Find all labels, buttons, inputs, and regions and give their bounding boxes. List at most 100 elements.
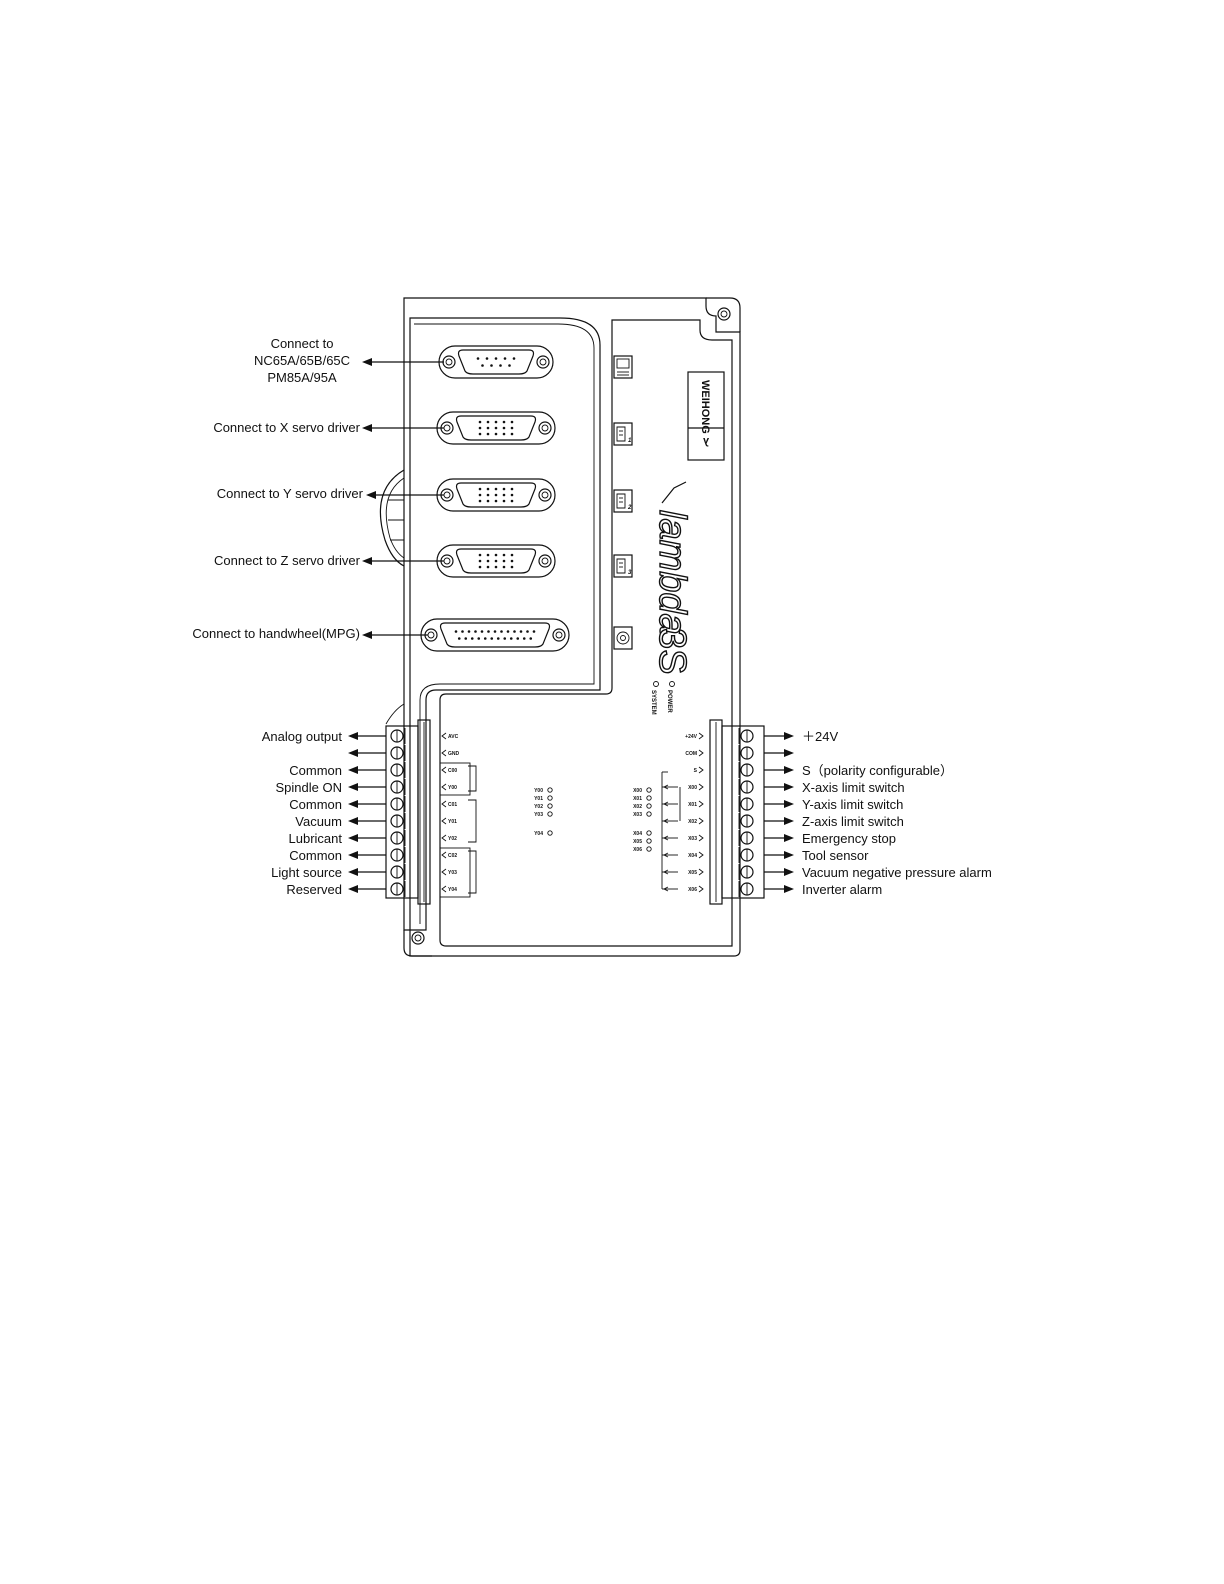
- logo-symbol: λ: [703, 435, 709, 447]
- right-pin-label: X01: [688, 802, 697, 808]
- right-pin-label: S: [694, 768, 698, 774]
- arrowhead-icon: [362, 557, 372, 565]
- arrowhead-icon: [784, 800, 794, 808]
- arrowhead-icon: [784, 783, 794, 791]
- dsub-connector-1: [438, 345, 554, 379]
- arrowhead-icon: [348, 800, 358, 808]
- arrowhead-icon: [348, 732, 358, 740]
- arrowhead-icon: [348, 766, 358, 774]
- right-terminal-row-2: COM: [685, 745, 794, 761]
- output-led-label: Y01: [534, 796, 543, 802]
- port-icon-3: 2: [613, 489, 633, 513]
- right-terminal-row-1: +24V＋24V: [685, 728, 838, 744]
- left-pin-label: AVC: [448, 734, 459, 740]
- port-icon-1: [613, 355, 633, 379]
- left-pin-label: Y00: [448, 785, 457, 791]
- arrowhead-icon: [348, 885, 358, 893]
- left-terminal-row-2: GND: [348, 745, 460, 761]
- left-terminal-label: Vacuum: [295, 814, 342, 829]
- arrowhead-icon: [348, 749, 358, 757]
- arrowhead-icon: [362, 631, 372, 639]
- left-pin-label: Y04: [448, 887, 457, 893]
- left-terminal-row-4: Y00 Spindle ON: [276, 779, 457, 795]
- port-icon-4: 3: [613, 554, 633, 578]
- right-terminal-label: Z-axis limit switch: [802, 814, 904, 829]
- left-terminal-row-5: C01 Common: [289, 796, 457, 812]
- right-terminal-row-6: X02 Z-axis limit switch: [662, 813, 904, 829]
- right-terminal-row-9: X05 Vacuum negative pressure alarm: [662, 864, 992, 880]
- port-label-nc65a-line3: PM85A/95A: [267, 370, 337, 385]
- dsub-connectors: [362, 345, 570, 652]
- dsub-connector-5: [420, 618, 570, 652]
- arrowhead-icon: [348, 834, 358, 842]
- arrowhead-icon: [366, 491, 376, 499]
- input-led: [646, 803, 652, 809]
- output-led: [547, 795, 553, 801]
- arrowhead-icon: [362, 358, 372, 366]
- port-label-nc65a-line2: NC65A/65B/65C: [254, 353, 350, 368]
- left-terminal-label: Common: [289, 797, 342, 812]
- model-name: lambda: [651, 510, 693, 635]
- screw-icon: [442, 355, 456, 369]
- port-label-x-servo: Connect to X servo driver: [213, 420, 360, 435]
- left-terminal-row-6: Y01 Vacuum: [295, 813, 457, 829]
- right-pin-label: X03: [688, 836, 697, 842]
- port-labels: Connect to NC65A/65B/65C PM85A/95A Conne…: [192, 336, 363, 641]
- input-led: [646, 811, 652, 817]
- right-terminal-label: S（polarity configurable）: [802, 763, 953, 778]
- screw-icon: [538, 488, 552, 502]
- left-pin-label: Y02: [448, 836, 457, 842]
- input-led-label: X00: [633, 788, 642, 794]
- system-led-label: SYSTEM: [650, 690, 656, 715]
- left-terminal-label: Reserved: [286, 882, 342, 897]
- input-led: [646, 787, 652, 793]
- port-icon-5: [613, 626, 633, 650]
- arrowhead-icon: [362, 424, 372, 432]
- right-terminal-label: Vacuum negative pressure alarm: [802, 865, 992, 880]
- dsub-connector-4: [436, 544, 556, 578]
- left-terminal-label: Spindle ON: [276, 780, 342, 795]
- screw-icon: [552, 628, 566, 642]
- screw-icon: [538, 421, 552, 435]
- input-led-label: X03: [633, 812, 642, 818]
- power-led-label: POWER: [666, 690, 672, 713]
- arrowhead-icon: [784, 817, 794, 825]
- right-pin-label: X06: [688, 887, 697, 893]
- input-led: [646, 846, 652, 852]
- left-pin-label: Y03: [448, 870, 457, 876]
- output-led: [547, 803, 553, 809]
- port-icon-column: 1 2 3: [613, 355, 633, 650]
- model-logo: lambda 3S: [650, 509, 693, 675]
- power-led: [669, 681, 675, 687]
- left-terminal-label: Common: [289, 763, 342, 778]
- input-led-label: X01: [633, 796, 642, 802]
- arrowhead-icon: [784, 766, 794, 774]
- port-icon-number: 1: [628, 438, 632, 444]
- right-terminal-label: Tool sensor: [802, 848, 869, 863]
- status-leds: POWER SYSTEM: [650, 681, 675, 715]
- arrowhead-icon: [784, 749, 794, 757]
- left-pin-label: C01: [448, 802, 457, 808]
- right-pin-label: X00: [688, 785, 697, 791]
- left-pin-label: Y01: [448, 819, 457, 825]
- dsub-connector-2: [436, 411, 556, 445]
- arrowhead-icon: [348, 868, 358, 876]
- right-pin-label: X02: [688, 819, 697, 825]
- port-icon-number: 2: [627, 505, 632, 511]
- arrowhead-icon: [784, 834, 794, 842]
- output-led: [547, 811, 553, 817]
- output-led: [547, 787, 553, 793]
- port-icon-number: 3: [628, 570, 632, 576]
- right-pin-label: X05: [688, 870, 697, 876]
- system-led: [653, 681, 659, 687]
- output-led-label: Y02: [534, 804, 543, 810]
- right-terminal-label: ＋24V: [802, 729, 838, 744]
- input-led: [646, 838, 652, 844]
- controller-enclosure: [379, 297, 741, 957]
